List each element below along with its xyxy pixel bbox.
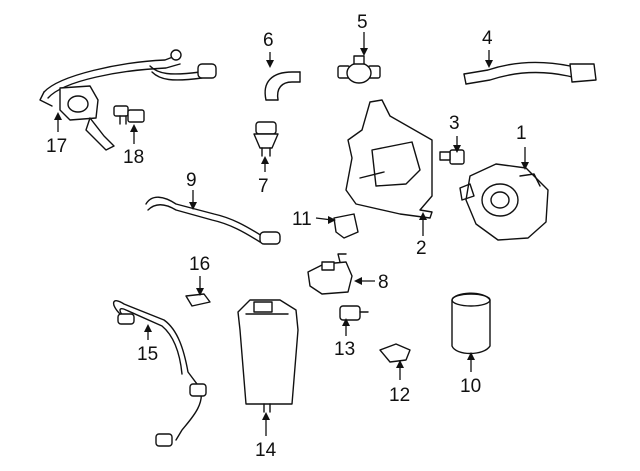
- label-12: 12: [389, 385, 410, 406]
- label-2: 2: [416, 238, 427, 259]
- part-12-connector: [379, 343, 411, 363]
- part-2-bracket: [345, 99, 433, 219]
- part-15-harness: [113, 300, 207, 447]
- part-18-sensor: [113, 105, 145, 125]
- part-3-sensor: [439, 149, 465, 165]
- part-5-valve: [337, 55, 381, 84]
- label-17: 17: [46, 136, 67, 157]
- label-8: 8: [378, 272, 389, 293]
- label-6: 6: [263, 30, 274, 51]
- part-13-connector: [339, 305, 369, 321]
- part-1-pump: [459, 163, 549, 241]
- part-11-clip: [333, 213, 359, 239]
- label-13: 13: [334, 339, 355, 360]
- leader-lines: [54, 32, 529, 436]
- label-10: 10: [460, 376, 481, 397]
- label-1: 1: [516, 123, 527, 144]
- part-10-filter: [451, 292, 491, 355]
- label-18: 18: [123, 147, 144, 168]
- label-4: 4: [482, 28, 493, 49]
- part-16-clip: [185, 293, 211, 307]
- part-17-valve-bracket: [39, 49, 217, 151]
- part-8-valve: [307, 253, 353, 295]
- label-16: 16: [189, 254, 210, 275]
- label-15: 15: [137, 344, 158, 365]
- part-14-canister: [237, 299, 299, 413]
- part-4-hose: [463, 61, 597, 85]
- label-9: 9: [186, 170, 197, 191]
- part-9-line: [145, 196, 281, 245]
- label-14: 14: [255, 440, 277, 461]
- part-7-valve: [253, 121, 279, 157]
- label-5: 5: [357, 12, 368, 33]
- label-7: 7: [258, 176, 269, 197]
- part-6-hose: [264, 71, 301, 101]
- label-3: 3: [449, 113, 460, 134]
- label-11: 11: [292, 209, 312, 230]
